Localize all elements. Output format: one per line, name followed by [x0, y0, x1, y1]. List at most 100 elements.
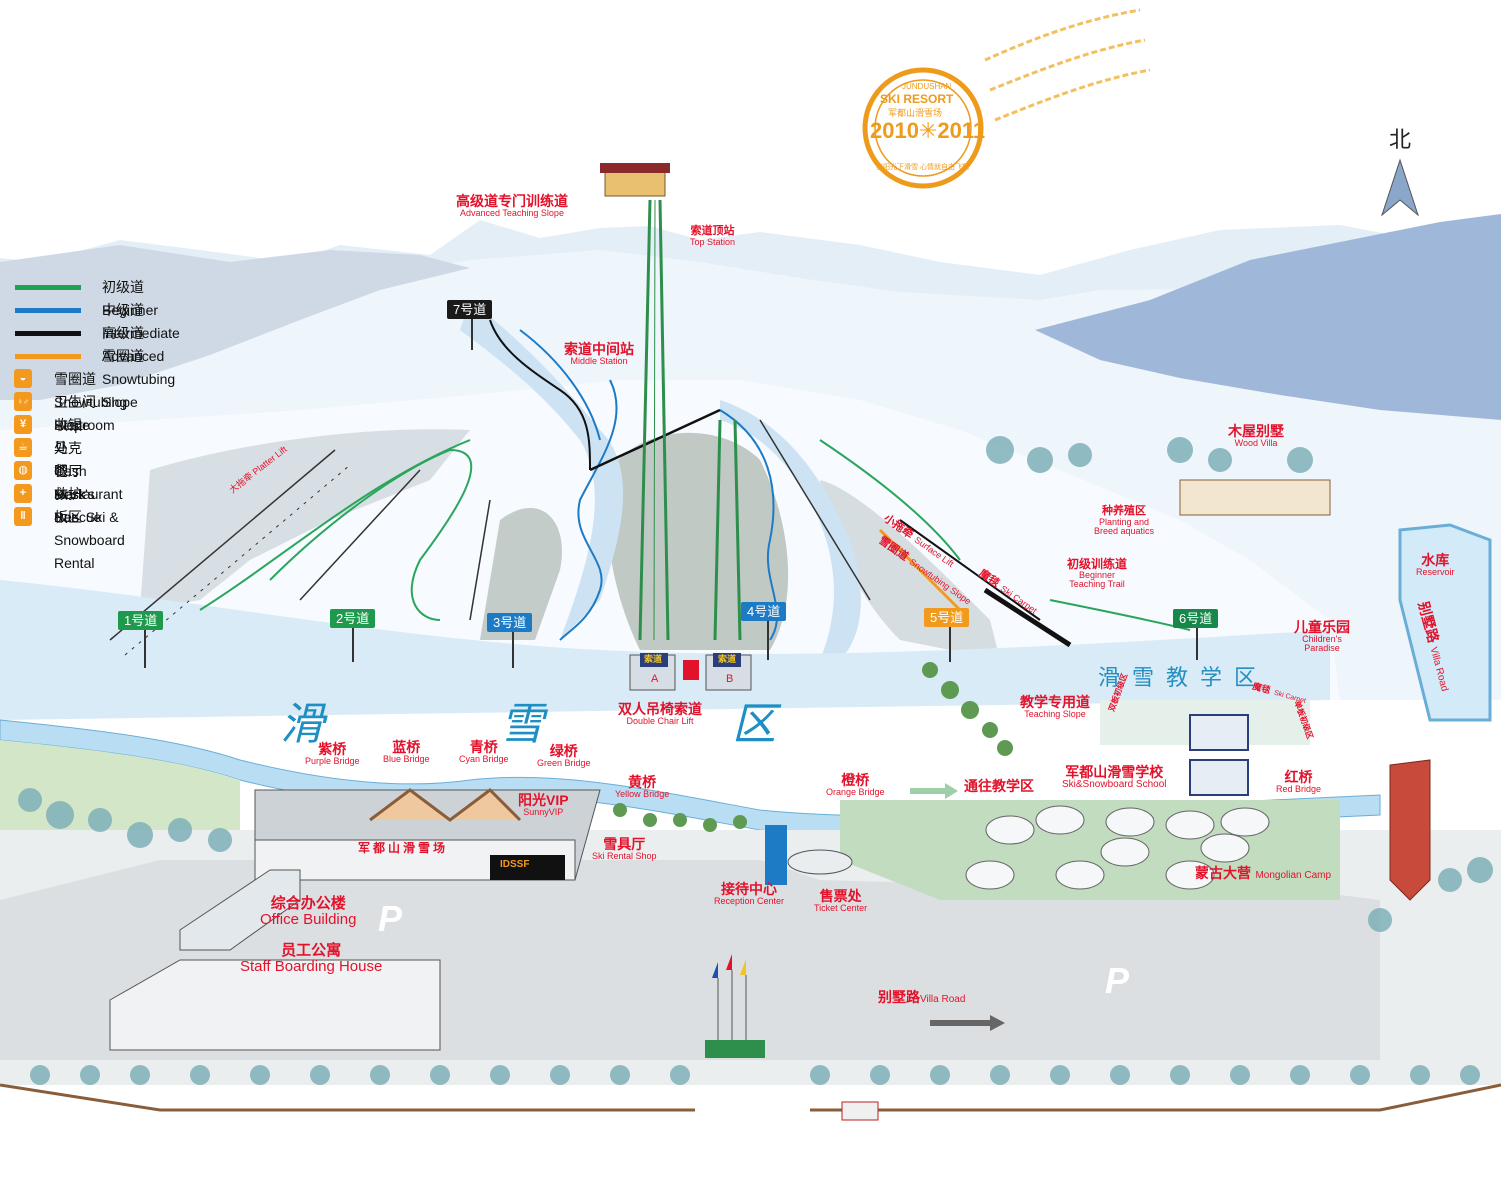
label-zh: 员工公寓 [281, 942, 342, 959]
label-en: SunnyVIP [523, 806, 564, 817]
label-en: Beginner Teaching Trail [1069, 569, 1125, 590]
label-zh: 紫桥 [318, 741, 347, 757]
restroom-icon: ♀♂ [14, 392, 32, 411]
legend-label: 餐厅 Restaurant [54, 463, 123, 502]
resort-stamp: JUNDUSHAN SKI RESORT 军都山滑雪场 2010✳2011 在阳… [858, 68, 988, 186]
station-b: B [726, 673, 734, 686]
label-en: Red Bridge [1276, 783, 1322, 794]
label-zh: 木屋别墅 [1228, 423, 1284, 439]
stamp-motto: 在阳光下滑雪 心情就自由飞翔 [876, 164, 969, 171]
trail-sign-5[interactable]: 5号道 [924, 608, 970, 627]
label-zh: 儿童乐园 [1294, 619, 1350, 635]
station-b-text: B [726, 673, 734, 685]
stamp-brand-small: JUNDUSHAN [902, 82, 952, 91]
label-en: Double Chair Lift [626, 715, 694, 726]
trail-sign-7[interactable]: 7号道 [447, 300, 493, 319]
reservoir [1398, 523, 1492, 722]
parking-text: P [378, 898, 403, 939]
label-en: Ski&Snowboard School [1062, 778, 1167, 790]
label-zh: 橙桥 [841, 772, 870, 788]
label-villa-road[interactable]: 别墅路Villa Road [878, 990, 965, 1007]
label-zh: 高级道专门训练道 [456, 193, 568, 209]
label-zh: 索道顶站 [690, 225, 735, 237]
label-zh: 通往教学区 [964, 778, 1034, 794]
legend-label: 中级道 Intermediate [102, 302, 180, 341]
rescue-icon: + [14, 484, 32, 503]
parking-sign-2: P [1105, 962, 1129, 1000]
north-label: 北 [1389, 127, 1412, 152]
label-en: Wood Villa [1234, 437, 1278, 448]
legend-label: 收银处 Cash Desk [54, 417, 87, 502]
legend-label: 马克吧 Mark's Bar [54, 440, 95, 525]
label-en: Office Building [260, 910, 357, 928]
label-en: Yellow Bridge [615, 788, 670, 799]
station-sign-b-text: 索道 [718, 654, 737, 664]
chair-lift-tower-b [713, 419, 742, 641]
legend-label: 雪圈道 Snowtubing Slope [54, 371, 128, 433]
label-zh: 种养殖区 [1102, 505, 1146, 517]
label-zh: 军都山滑雪学校 [1065, 764, 1164, 780]
label-mongolian[interactable]: 蒙古大营 Mongolian Camp [1195, 866, 1331, 883]
label-zh: 青桥 [469, 739, 498, 755]
legend-line [15, 285, 81, 290]
trail-sign-3[interactable]: 3号道 [487, 613, 533, 632]
trail-sign-4[interactable]: 4号道 [741, 602, 787, 621]
station-sign-a-text: 索道 [644, 654, 663, 664]
lodge-sign-2-text: IDSSF [500, 859, 530, 870]
trail-sign-6[interactable]: 6号道 [1173, 609, 1219, 628]
north-mountain [1035, 214, 1501, 420]
station-a: A [651, 673, 658, 686]
label-en: Planting and Breed aquatics [1093, 516, 1155, 536]
legend-line [15, 308, 81, 313]
slope-grey-2 [480, 508, 562, 640]
lodge-sign-2: IDSSF [500, 859, 530, 871]
label-en: Reception Center [714, 895, 785, 906]
zone-ski-1: 滑 [280, 699, 324, 750]
legend-label: 卫生间 Restroom [54, 394, 115, 433]
label-en: Staff Boarding House [240, 957, 383, 975]
trail-sign-2[interactable]: 2号道 [330, 609, 376, 628]
zone-ski-3: 区 [732, 699, 776, 750]
label-zh: 雪具厅 [603, 836, 646, 852]
label-zh: 初级训练道 [1066, 557, 1127, 571]
label-en: Green Bridge [537, 757, 591, 768]
stamp-brand-zh: 军都山滑雪场 [888, 108, 943, 118]
legend-label: 初级道 Beginner [102, 279, 159, 318]
rental-icon: ‖ [14, 507, 32, 526]
cash-icon: ¥ [14, 415, 32, 434]
station-sign-b: 索道 [718, 654, 737, 664]
trail-sign-1[interactable]: 1号道 [118, 611, 164, 630]
label-to-teaching[interactable]: 通往教学区 [964, 779, 1034, 794]
lodge-sign-text: 军都山滑雪场 [358, 841, 449, 855]
label-zh: 绿桥 [549, 743, 578, 759]
label-en: Top Station [690, 236, 736, 247]
legend-line [15, 354, 81, 359]
label-zh: 阳光VIP [518, 792, 569, 808]
parking-text: P [1105, 960, 1130, 1001]
